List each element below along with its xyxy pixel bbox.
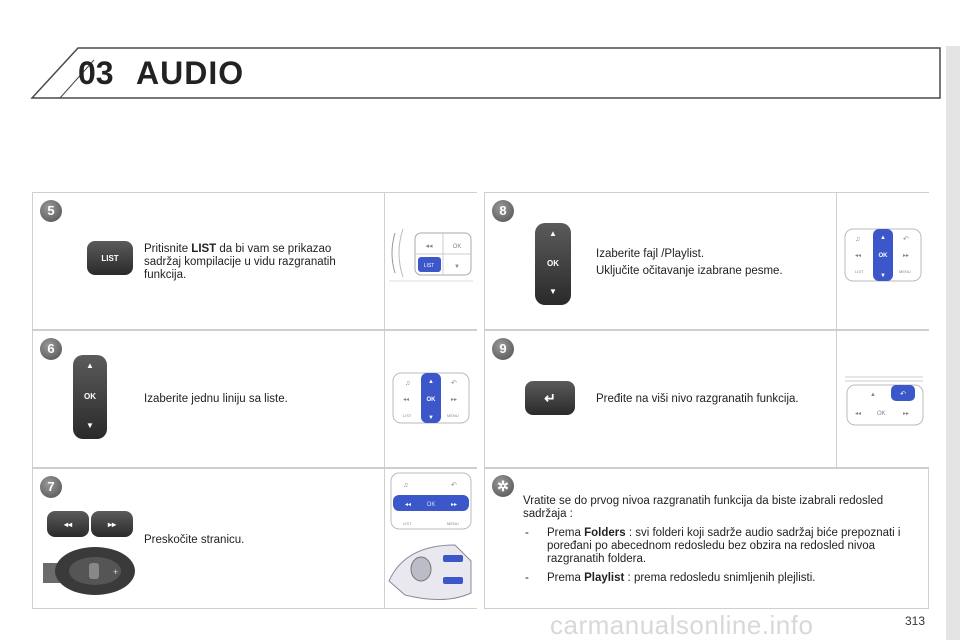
svg-text:◂◂: ◂◂ — [425, 243, 433, 250]
svg-text:+: + — [113, 567, 118, 577]
svg-text:MENU: MENU — [447, 521, 459, 526]
ok-control-pad: ▲ OK ▼ — [535, 223, 571, 305]
header-frame — [30, 47, 941, 99]
svg-text:▸▸: ▸▸ — [451, 397, 457, 403]
step-number-badge: 6 — [40, 338, 62, 360]
svg-text:▼: ▼ — [428, 415, 434, 421]
step-5-text: Pritisnite LIST da bi vam se prikazao sa… — [144, 243, 336, 281]
svg-text:▸▸: ▸▸ — [903, 253, 909, 259]
svg-text:MENU: MENU — [899, 269, 911, 274]
step-panel-6: 6 ▲ OK ▼ Izaberite jednu liniju sa liste… — [32, 330, 477, 468]
steering-controls-thumbnail: ◂◂ ▸▸ OK ♫ ↶ LIST MENU — [384, 469, 477, 608]
svg-text:OK: OK — [879, 253, 889, 259]
svg-text:♫: ♫ — [405, 380, 410, 387]
steering-controls-back-icon: ↶ ▲ ◂◂ OK ▸▸ — [845, 376, 924, 426]
svg-text:♫: ♫ — [855, 236, 860, 243]
step-number-badge: 7 — [40, 476, 62, 498]
steering-controls-thumbnail: ↶ ▲ ◂◂ OK ▸▸ — [836, 331, 929, 467]
return-arrow-icon: ↵ — [544, 389, 556, 406]
svg-text:↶: ↶ — [451, 482, 457, 489]
steering-stalk-image: + — [43, 545, 135, 597]
tip-light-icon: ✲ — [492, 475, 514, 497]
watermark: carmanualsonline.info — [550, 610, 814, 640]
tip-panel: ✲ Vratite se do prvog nivoa razgranatih … — [484, 468, 929, 609]
svg-text:↶: ↶ — [903, 236, 909, 243]
svg-text:▲: ▲ — [870, 392, 876, 398]
step-panel-5: 5 LIST Pritisnite LIST da bi vam se prik… — [32, 192, 477, 330]
down-arrow-icon: ▼ — [86, 421, 94, 430]
steering-stalk-icon: + — [43, 547, 135, 595]
svg-text:▸▸: ▸▸ — [451, 502, 457, 508]
svg-text:OK: OK — [427, 397, 437, 403]
svg-text:▲: ▲ — [428, 379, 434, 385]
svg-text:OK: OK — [453, 244, 462, 250]
tip-text: Vratite se do prvog nivoa razgranatih fu… — [523, 495, 903, 585]
steering-controls-thumbnail: ▲ OK ▼ ♫ ↶ ◂◂ ▸▸ LIST MENU — [384, 331, 477, 467]
svg-text:OK: OK — [877, 411, 886, 417]
svg-text:LIST: LIST — [403, 521, 412, 526]
page-title: AUDIO — [136, 55, 245, 91]
down-arrow-icon: ▼ — [549, 287, 557, 296]
steering-controls-skip-icon: ◂◂ ▸▸ OK ♫ ↶ LIST MENU — [388, 472, 472, 601]
steering-controls-thumbnail: LIST ◂◂ OK ▼ — [384, 193, 477, 329]
svg-text:MENU: MENU — [447, 413, 459, 418]
tip-item-playlist: Prema Playlist : prema redosledu snimlje… — [523, 572, 903, 585]
ok-control-pad: ▲ OK ▼ — [73, 355, 107, 439]
step-6-text: Izaberite jednu liniju sa liste. — [144, 393, 288, 405]
svg-text:OK: OK — [427, 502, 436, 508]
rewind-button: ◂◂ — [47, 511, 89, 537]
fast-forward-button: ▸▸ — [91, 511, 133, 537]
chapter-number: 03 — [78, 55, 114, 91]
chapter-header — [30, 46, 942, 100]
tip-intro: Vratite se do prvog nivoa razgranatih fu… — [523, 495, 884, 520]
step-7-text: Preskočite stranicu. — [144, 534, 245, 546]
list-button: LIST — [87, 241, 133, 275]
step-number-badge: 5 — [40, 200, 62, 222]
step-panel-8: 8 ▲ OK ▼ Izaberite fajl /Playlist. Uklju… — [484, 192, 929, 330]
svg-text:♫: ♫ — [403, 482, 408, 489]
svg-text:LIST: LIST — [855, 269, 864, 274]
svg-text:▼: ▼ — [454, 264, 460, 270]
back-button: ↵ — [525, 381, 575, 415]
step-panel-7: 7 ◂◂ ▸▸ + Preskočite stranicu. ◂◂ ▸▸ OK … — [32, 468, 477, 609]
svg-text:◂◂: ◂◂ — [403, 397, 409, 403]
svg-text:↶: ↶ — [451, 380, 457, 387]
up-arrow-icon: ▲ — [549, 229, 557, 238]
svg-text:LIST: LIST — [403, 413, 412, 418]
svg-text:↶: ↶ — [900, 391, 906, 398]
svg-text:◂◂: ◂◂ — [405, 502, 411, 508]
steering-controls-ok-icon: ▲ OK ▼ ♫ ↶ ◂◂ ▸▸ LIST MENU — [844, 228, 922, 282]
step-number-badge: 9 — [492, 338, 514, 360]
svg-text:▼: ▼ — [880, 273, 886, 279]
page-number: 313 — [905, 614, 926, 628]
svg-text:▸▸: ▸▸ — [903, 411, 909, 417]
up-arrow-icon: ▲ — [86, 361, 94, 370]
steering-controls-list-icon: LIST ◂◂ OK ▼ — [389, 228, 473, 282]
step-9-text: Pređite na viši nivo razgranatih funkcij… — [596, 393, 799, 405]
steering-controls-ok-icon: ▲ OK ▼ ♫ ↶ ◂◂ ▸▸ LIST MENU — [392, 372, 470, 424]
tip-item-folders: Prema Folders : svi folderi koji sadrže … — [523, 527, 903, 566]
tip-list: Prema Folders : svi folderi koji sadrže … — [523, 527, 903, 585]
step-8-text: Izaberite fajl /Playlist. Uključite očit… — [596, 248, 783, 277]
ok-label: OK — [547, 259, 559, 268]
step-number-badge: 8 — [492, 200, 514, 222]
side-tab-strip — [946, 46, 960, 640]
step-panel-9: 9 ↵ Pređite na viši nivo razgranatih fun… — [484, 330, 929, 468]
svg-text:◂◂: ◂◂ — [855, 253, 861, 259]
svg-text:◂◂: ◂◂ — [855, 411, 861, 417]
svg-text:▲: ▲ — [880, 235, 886, 241]
steering-controls-thumbnail: ▲ OK ▼ ♫ ↶ ◂◂ ▸▸ LIST MENU — [836, 193, 929, 329]
ok-label: OK — [84, 392, 96, 401]
svg-text:LIST: LIST — [424, 263, 435, 269]
